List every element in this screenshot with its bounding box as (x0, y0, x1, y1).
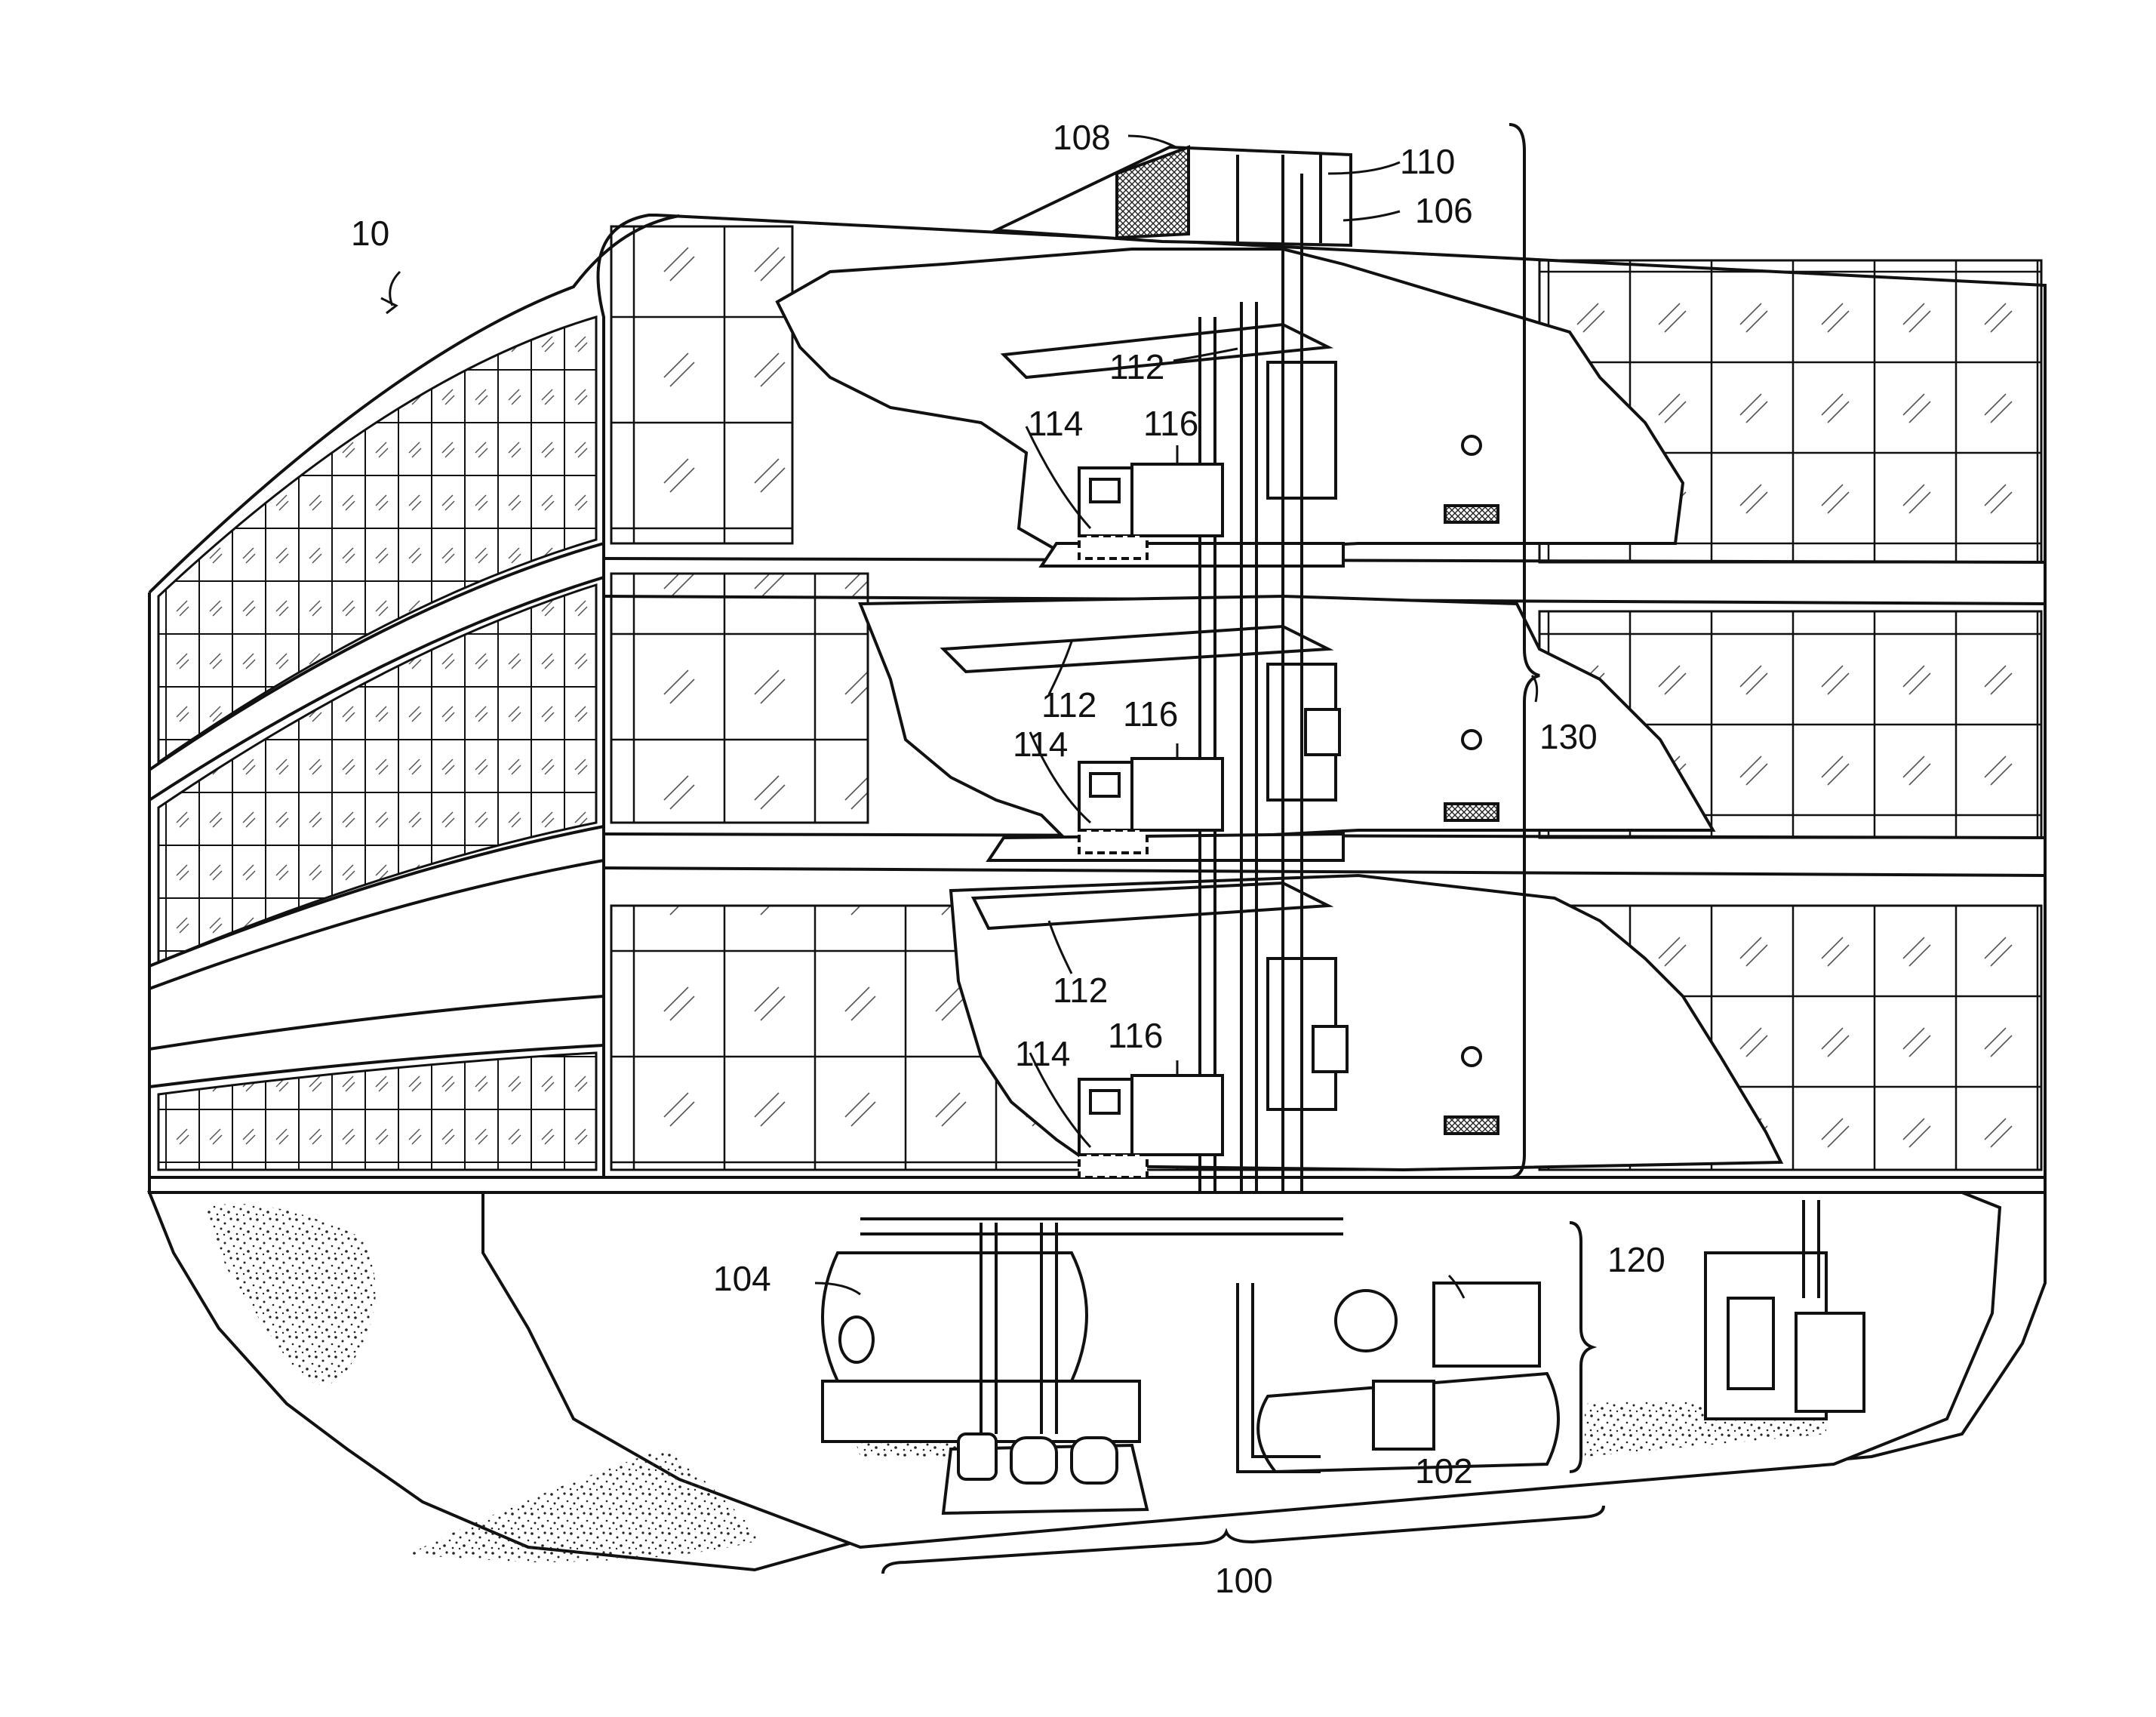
floor-band-3-left (149, 996, 604, 1049)
ground-slab (149, 1177, 2045, 1192)
label-102: 102 (1415, 1451, 1473, 1491)
label-112-mid: 112 (1041, 685, 1096, 725)
left-wing-windows (158, 317, 596, 1170)
label-112-top: 112 (1109, 347, 1164, 386)
label-108: 108 (1053, 118, 1111, 157)
label-130: 130 (1539, 717, 1598, 756)
label-116-mid: 116 (1123, 694, 1178, 734)
label-116-top: 116 (1143, 404, 1198, 443)
label-112-low: 112 (1053, 971, 1108, 1010)
label-114-mid: 114 (1013, 725, 1068, 764)
rooftop-unit (996, 147, 1351, 245)
label-116-low: 116 (1108, 1016, 1163, 1055)
label-106: 106 (1415, 191, 1473, 230)
label-100: 100 (1215, 1561, 1273, 1600)
label-10: 10 (351, 214, 389, 253)
label-114-top: 114 (1028, 404, 1083, 443)
label-104: 104 (713, 1259, 771, 1298)
label-110: 110 (1400, 142, 1455, 181)
roof-unit-panel-grille (1117, 147, 1189, 238)
arrow-building-10 (381, 298, 396, 313)
label-114-low: 114 (1015, 1034, 1070, 1073)
label-120: 120 (1607, 1240, 1665, 1279)
